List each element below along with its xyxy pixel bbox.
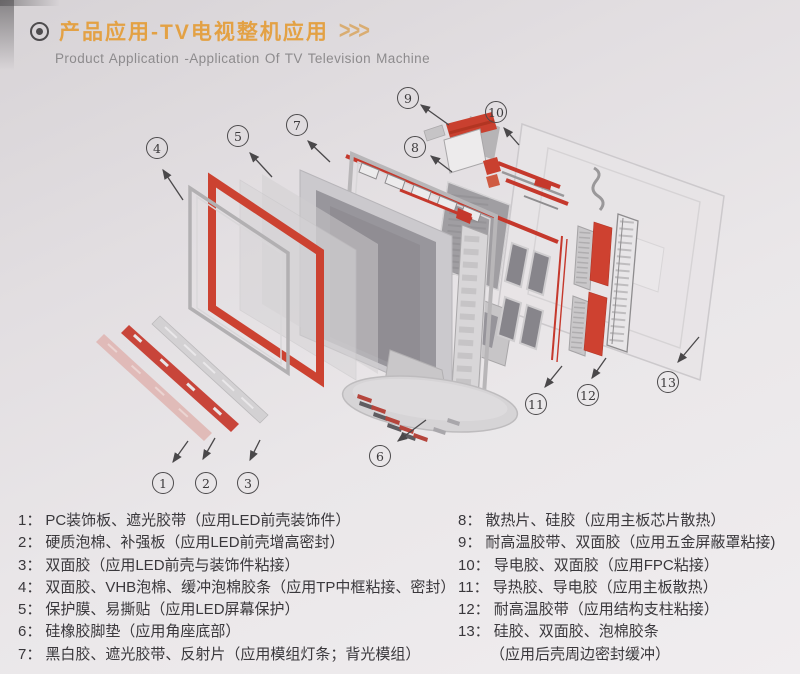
fpc-strips [483, 157, 569, 210]
gasket-frame [208, 172, 324, 388]
callout-10: 10 [485, 101, 507, 123]
legend-column-left: 1：PC装饰板、遮光胶带（应用LED前壳装饰件） 2：硬质泡棉、补强板（应用LE… [18, 510, 458, 666]
callout-1: 1 [152, 472, 174, 494]
legend-item-6: 6：硅橡胶脚垫（应用角座底部） [18, 623, 241, 641]
legend: 1：PC装饰板、遮光胶带（应用LED前壳装饰件） 2：硬质泡棉、补强板（应用LE… [18, 510, 792, 666]
callout-11: 11 [525, 393, 547, 415]
callout-2: 2 [195, 472, 217, 494]
callout-12: 12 [577, 384, 599, 406]
legend-column-right: 8：散热片、硅胶（应用主板芯片散热） 9：耐高温胶带、双面胶（应用五金屏蔽罩粘接… [458, 510, 792, 666]
header: 产品应用-TV电视整机应用 >>> Product Application -A… [30, 16, 430, 66]
legend-item-4: 4：双面胶、VHB泡棉、缓冲泡棉胶条（应用TP中框粘接、密封） [18, 578, 456, 596]
legend-item-12: 12：耐高温胶带（应用结构支柱粘接） [458, 601, 719, 619]
thermal-strip-column [551, 166, 639, 363]
cushion-pads [496, 241, 552, 351]
legend-item-5: 5：保护膜、易撕贴（应用LED屏幕保护） [18, 601, 300, 619]
legend-item-8: 8：散热片、硅胶（应用主板芯片散热） [458, 512, 726, 529]
legend-item-1: 1：PC装饰板、遮光胶带（应用LED前壳装饰件） [18, 512, 351, 529]
legend-item-7: 7：黑白胶、遮光胶带、反射片（应用模组灯条；背光模组） [18, 645, 421, 663]
callout-8: 8 [404, 136, 426, 158]
legend-item-10: 10：导电胶、双面胶（应用FPC粘接） [458, 556, 719, 574]
front-frame [188, 184, 290, 377]
page-subtitle: Product Application -Application Of TV T… [55, 51, 430, 66]
chevrons-icon: >>> [338, 16, 370, 45]
callout-3: 3 [237, 472, 259, 494]
callout-13: 13 [657, 371, 679, 393]
page-title: 产品应用-TV电视整机应用 [59, 21, 329, 44]
legend-item-11: 11：导热胶、导电胶（应用主板散热） [458, 578, 718, 596]
back-cover [497, 122, 725, 382]
callout-5: 5 [227, 125, 249, 147]
bullet-icon [30, 21, 49, 41]
legend-item-3: 3：双面胶（应用LED前壳与装饰件粘接） [18, 556, 300, 574]
callout-6: 6 [369, 445, 391, 467]
trim-strips [96, 315, 269, 441]
callout-9: 9 [397, 87, 419, 109]
legend-item-13-cont: （应用后壳周边密封缓冲） [490, 645, 671, 663]
legend-item-13: 13：硅胶、双面胶、泡棉胶条 [458, 623, 659, 641]
callout-7: 7 [286, 114, 308, 136]
callout-4: 4 [146, 137, 168, 159]
legend-item-2: 2：硬质泡棉、补强板（应用LED前壳增高密封） [18, 534, 345, 552]
callout-arrows [162, 104, 700, 464]
legend-item-9: 9：耐高温胶带、双面胶（应用五金屏蔽罩粘接) [458, 534, 776, 552]
shield-component [423, 112, 500, 174]
